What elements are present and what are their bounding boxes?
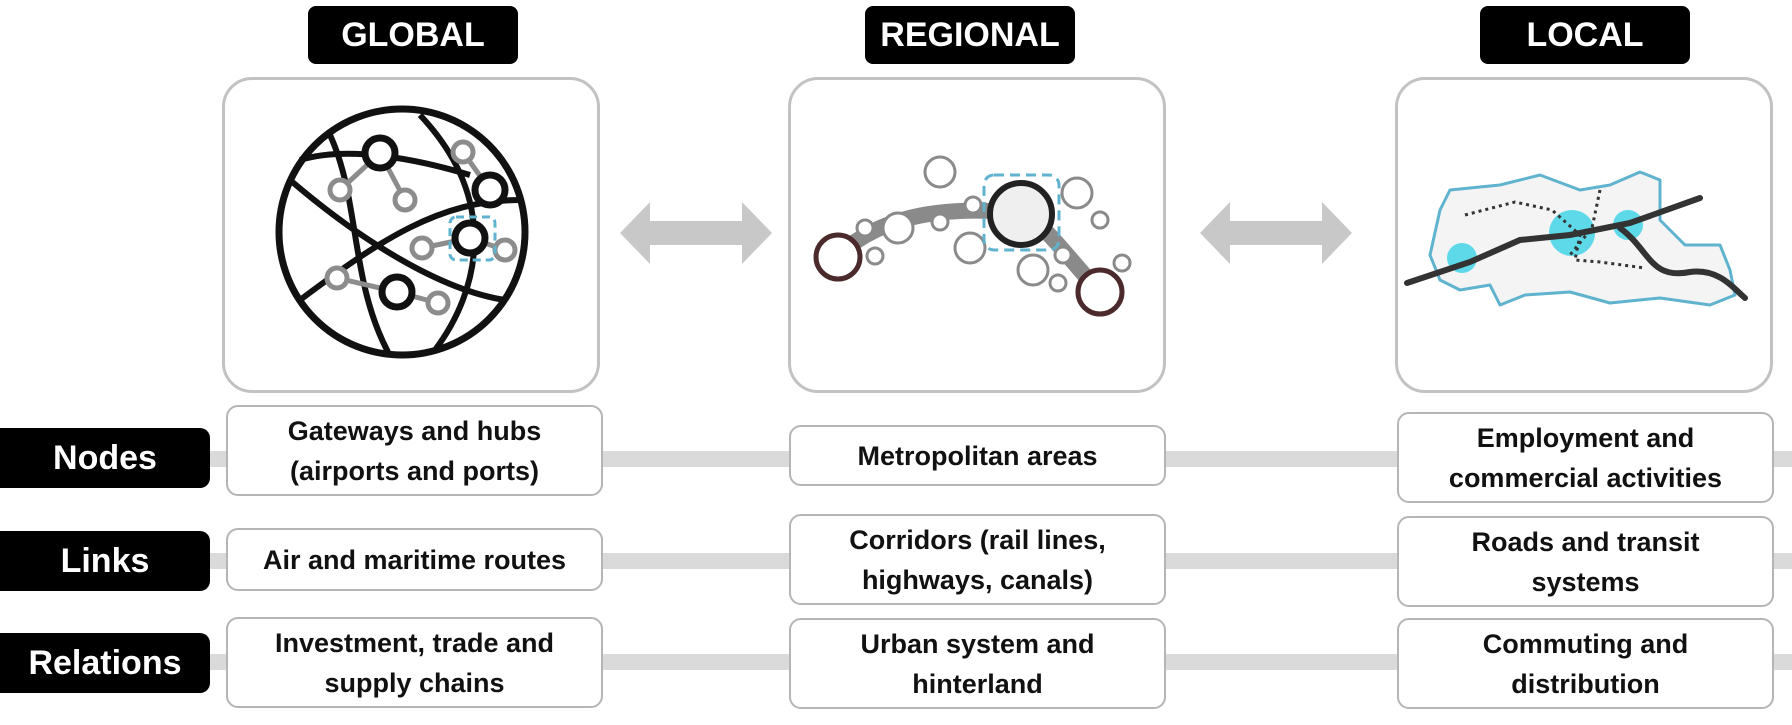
header-local-label: LOCAL [1526, 15, 1644, 54]
cell-global-nodes-line2: (airports and ports) [289, 455, 539, 486]
local-map-icon [1404, 170, 1748, 307]
regional-corridor-icon [813, 155, 1132, 317]
double-arrow-icon [1200, 202, 1352, 264]
cell-local-relations-line2: distribution [1511, 668, 1660, 699]
cell-local-links: Roads and transit systems [1397, 516, 1774, 607]
cell-local-links-line2: systems [1531, 566, 1640, 597]
cell-local-nodes: Employment and commercial activities [1397, 412, 1774, 503]
row-label-nodes: Nodes [0, 428, 210, 488]
cell-local-relations: Commuting and distribution [1397, 618, 1774, 709]
cell-global-links-line1: Air and maritime routes [262, 544, 567, 575]
cell-local-relations-line1: Commuting and [1482, 628, 1689, 659]
double-arrow-icon [620, 202, 772, 264]
header-global-label: GLOBAL [341, 15, 485, 54]
cell-regional-nodes: Metropolitan areas [789, 425, 1166, 486]
cell-regional-links-line1: Corridors (rail lines, [849, 524, 1106, 555]
globe-network-icon [275, 105, 529, 359]
header-local: LOCAL [1480, 6, 1690, 64]
cell-regional-relations: Urban system and hinterland [789, 618, 1166, 709]
cell-global-links: Air and maritime routes [226, 528, 603, 591]
cell-global-relations-line1: Investment, trade and [274, 627, 555, 658]
cell-local-links-line1: Roads and transit [1471, 526, 1700, 557]
panel-regional [788, 77, 1166, 393]
cell-regional-links-line2: highways, canals) [861, 564, 1094, 595]
row-label-nodes-text: Nodes [53, 438, 157, 477]
cell-global-nodes-line1: Gateways and hubs [287, 415, 542, 446]
row-label-links: Links [0, 531, 210, 591]
cell-regional-relations-line1: Urban system and [860, 628, 1095, 659]
header-regional-label: REGIONAL [880, 15, 1060, 54]
cell-global-nodes: Gateways and hubs (airports and ports) [226, 405, 603, 496]
header-global: GLOBAL [308, 6, 518, 64]
row-label-relations-text: Relations [28, 643, 182, 682]
panel-local [1395, 77, 1773, 393]
row-label-relations: Relations [0, 633, 210, 693]
cell-global-relations-line2: supply chains [324, 667, 505, 698]
cell-regional-relations-line2: hinterland [912, 668, 1043, 699]
header-regional: REGIONAL [865, 6, 1075, 64]
row-label-links-text: Links [60, 541, 150, 580]
cell-local-nodes-line1: Employment and [1476, 422, 1695, 453]
cell-regional-links: Corridors (rail lines, highways, canals) [789, 514, 1166, 605]
cell-regional-nodes-line1: Metropolitan areas [857, 440, 1098, 471]
cell-local-nodes-line2: commercial activities [1448, 462, 1723, 493]
cell-global-relations: Investment, trade and supply chains [226, 617, 603, 708]
panel-global [222, 77, 600, 393]
